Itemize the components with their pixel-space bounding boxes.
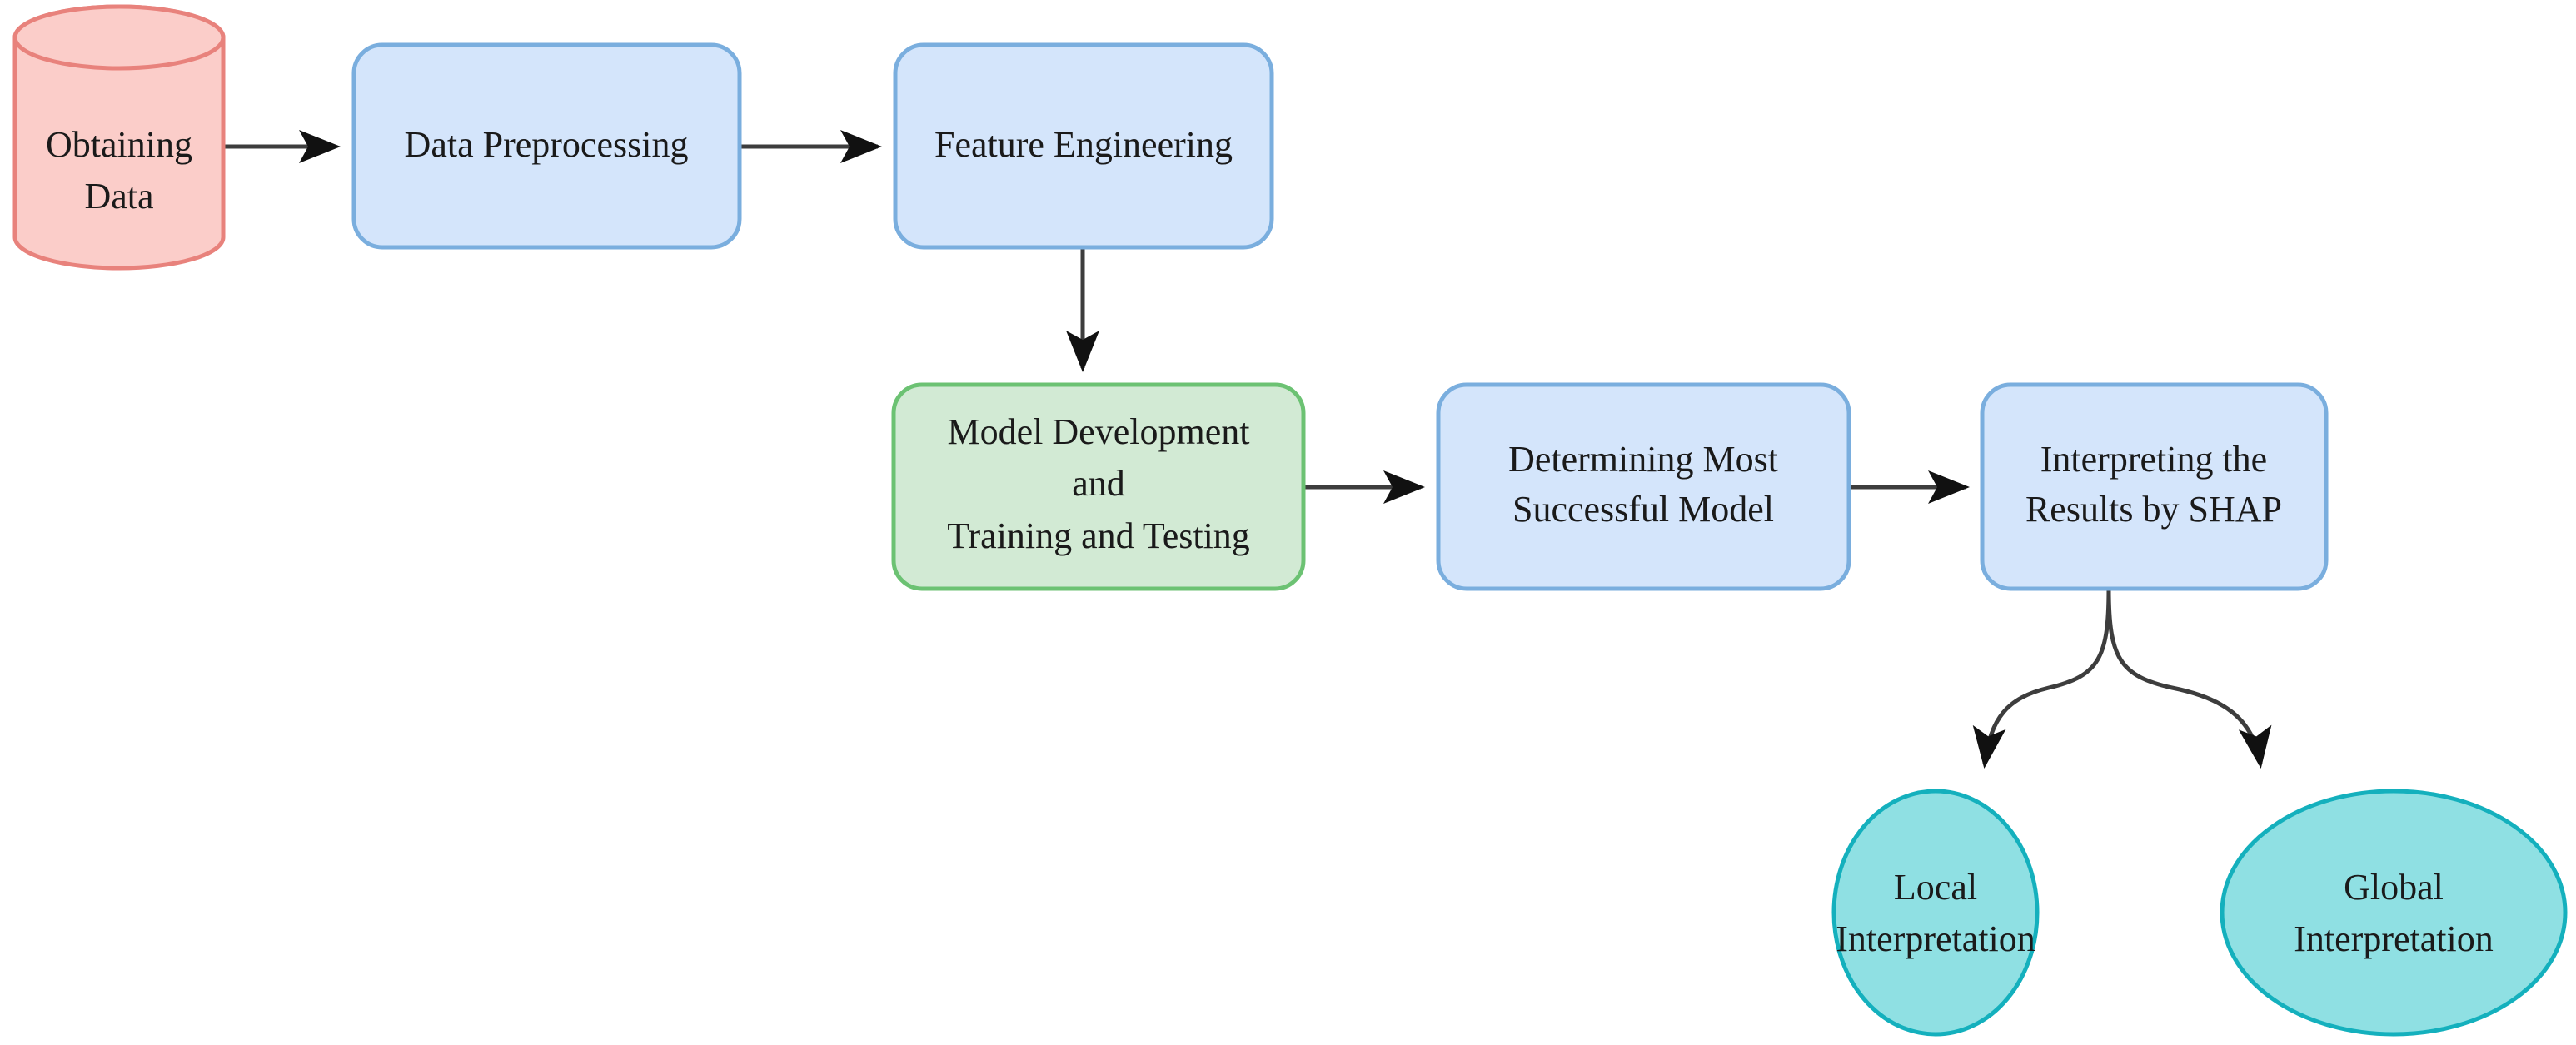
node-label-model-development-line2: and xyxy=(1072,463,1125,504)
node-interpreting-shap[interactable]: Interpreting the Results by SHAP xyxy=(1980,382,2329,591)
node-label-global-interpretation-line2: Interpretation xyxy=(2294,918,2493,959)
arrow-curve xyxy=(1972,588,2111,769)
node-box-interpreting-shap xyxy=(1980,382,2329,591)
node-label-model-development-line1: Model Development xyxy=(948,411,1250,452)
node-label-model-development-line3: Training and Testing xyxy=(947,515,1250,556)
node-label-global-interpretation-line1: Global xyxy=(2344,867,2444,908)
node-model-development[interactable]: Model Development and Training and Testi… xyxy=(891,382,1306,591)
node-label-data-preprocessing: Data Preprocessing xyxy=(405,124,689,165)
node-box-data-preprocessing xyxy=(351,42,742,250)
node-ellipse-global-interpretation xyxy=(2220,789,2568,1037)
node-label-determining-model-line2: Successful Model xyxy=(1512,489,1774,530)
node-box-feature-engineering xyxy=(893,42,1274,250)
node-box-model-development xyxy=(891,382,1306,591)
node-feature-engineering[interactable]: Feature Engineering xyxy=(893,42,1274,250)
node-label-interpreting-shap-line1: Interpreting the xyxy=(2040,439,2267,480)
node-label-obtaining-data-line2: Data xyxy=(84,176,153,216)
arrow-curve xyxy=(2106,588,2272,769)
node-local-interpretation[interactable]: Local Interpretation xyxy=(1831,789,2040,1037)
node-data-preprocessing[interactable]: Data Preprocessing xyxy=(351,42,742,250)
node-label-local-interpretation-line1: Local xyxy=(1894,867,1977,908)
node-obtaining-data[interactable]: Obtaining Data xyxy=(12,4,226,271)
node-label-interpreting-shap-line2: Results by SHAP xyxy=(2025,489,2282,530)
node-label-feature-engineering: Feature Engineering xyxy=(934,124,1233,165)
edge-interpreting-shap-to-global-interpretation xyxy=(2106,588,2272,769)
node-ellipse-local-interpretation xyxy=(1831,789,2040,1037)
cylinder-top-ellipse xyxy=(12,4,226,71)
edge-interpreting-shap-to-local-interpretation xyxy=(1972,588,2111,769)
node-label-determining-model-line1: Determining Most xyxy=(1508,439,1778,480)
node-label-local-interpretation-line2: Interpretation xyxy=(1836,918,2035,959)
node-box-determining-model xyxy=(1436,382,1851,591)
node-global-interpretation[interactable]: Global Interpretation xyxy=(2220,789,2568,1037)
node-label-obtaining-data-line1: Obtaining xyxy=(46,124,192,165)
node-determining-model[interactable]: Determining Most Successful Model xyxy=(1436,382,1851,591)
